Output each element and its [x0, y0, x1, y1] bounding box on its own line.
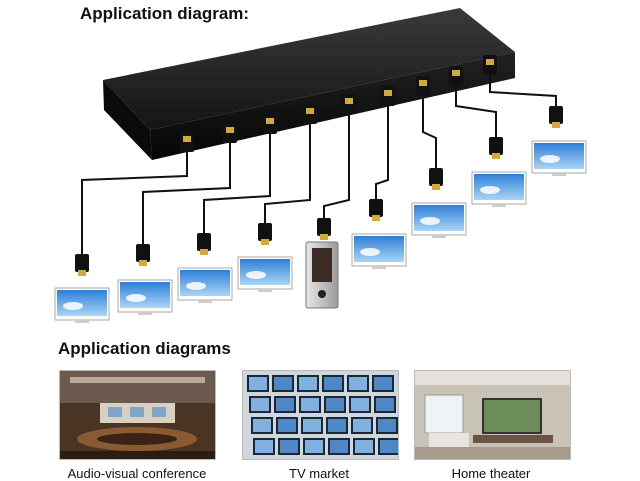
hdmi-plug-icon [342, 94, 356, 114]
monitor-icon [351, 233, 407, 269]
conference-room-photo [59, 370, 216, 460]
monitor-icon [177, 267, 233, 303]
hdmi-plug-icon [197, 233, 211, 255]
hdmi-plug-icon [258, 223, 272, 245]
caption-tv-market: TV market [289, 466, 349, 481]
monitor-icon [54, 287, 110, 323]
tv-wall-photo [242, 370, 399, 460]
cable-line [203, 134, 271, 241]
hdmi-plug-icon [549, 106, 563, 128]
monitor-group [54, 140, 587, 323]
hdmi-plug-icon [449, 66, 463, 86]
section-title: Application diagrams [58, 339, 231, 358]
monitor-icon [237, 256, 293, 292]
hdmi-plug-icon [369, 199, 383, 221]
hdmi-plug-icon [489, 137, 503, 159]
cable-group [75, 75, 563, 276]
splitter-diagram [54, 8, 587, 323]
hdmi-plug-icon [483, 55, 497, 75]
port-group [180, 55, 497, 152]
cable-line [142, 143, 231, 252]
cable-line [422, 96, 437, 176]
hdmi-plug-icon [429, 168, 443, 190]
diagram-title: Application diagram: [80, 4, 250, 23]
hdmi-plug-icon [381, 86, 395, 106]
cable-line [81, 152, 188, 262]
cable-line [375, 106, 389, 207]
cable-line [489, 75, 557, 114]
monitor-icon [411, 202, 467, 238]
caption-conference: Audio-visual conference [67, 466, 207, 481]
hdmi-plug-icon [303, 104, 317, 124]
hdmi-plug-icon [223, 123, 237, 143]
hdmi-plug-icon [416, 76, 430, 96]
monitor-icon [117, 279, 173, 315]
hdmi-plug-icon [75, 254, 89, 276]
cable-line [455, 86, 497, 145]
living-room-photo [414, 370, 571, 460]
hdmi-plug-icon [136, 244, 150, 266]
hdmi-plug-icon [317, 218, 331, 240]
caption-home-theater: Home theater [451, 466, 531, 481]
hdmi-plug-icon [180, 132, 194, 152]
cable-line [323, 114, 350, 226]
cable-line [264, 124, 311, 231]
speaker-icon [305, 241, 339, 309]
hdmi-plug-icon [263, 114, 277, 134]
monitor-icon [531, 140, 587, 176]
monitor-icon [471, 171, 527, 207]
